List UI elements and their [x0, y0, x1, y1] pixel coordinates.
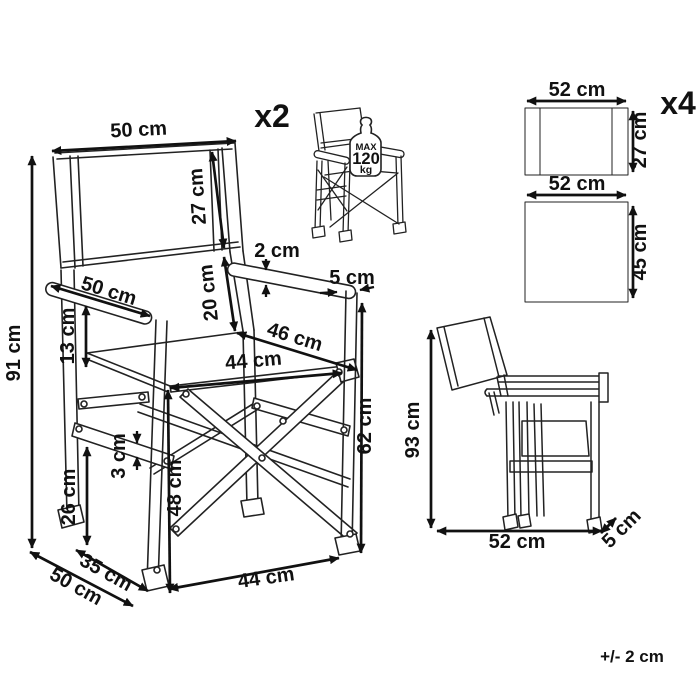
dim-armrest-thickness: 2 cm: [254, 240, 300, 262]
weight-icon: [349, 116, 382, 177]
fabric-quantity-label: x4: [660, 85, 696, 121]
dim-backrest-to-armrest-gap: 20 cm: [195, 263, 223, 322]
dim-seat-panel-height: 45 cm: [629, 224, 651, 281]
dim-backrest-panel-width: 52 cm: [549, 79, 606, 101]
dim-seat-width: 44 cm: [224, 348, 282, 375]
dim-folded-depth: 5 cm: [598, 505, 646, 553]
max-load-label: MAX: [355, 142, 377, 153]
dim-base-width: 44 cm: [237, 563, 296, 593]
dim-backrest-width: 50 cm: [110, 118, 168, 143]
dim-seat-height: 48 cm: [164, 460, 186, 517]
fabric-panels: 52 cm 27 cm 52 cm 45 cm x4: [524, 79, 696, 303]
dim-folded-width: 52 cm: [489, 531, 546, 553]
backrest-top-edge: [54, 142, 235, 154]
dim-side-bar-thickness: 3 cm: [108, 433, 130, 479]
max-load-badge: MAX 120 kg: [349, 116, 382, 177]
dim-folded-height: 93 cm: [402, 402, 424, 459]
max-load-value: 120: [352, 150, 380, 168]
seat-rear-edge: [86, 331, 244, 354]
dim-total-height: 91 cm: [3, 325, 25, 382]
max-load-unit: kg: [360, 164, 372, 176]
dim-backrest-panel-height: 27 cm: [629, 112, 651, 169]
folded-chair-view: 93 cm 52 cm 5 cm: [402, 316, 646, 553]
dim-armrest-to-seat-height: 13 cm: [57, 308, 79, 365]
dim-side-bar-height: 26 cm: [58, 469, 80, 526]
backrest-panel-rect: [524, 107, 629, 176]
main-chair-dimensions: 50 cm 27 cm 20 cm 2 cm 5 cm 46 cm 44 cm …: [3, 118, 376, 611]
dim-armrest-width: 5 cm: [329, 267, 375, 289]
dim-armrest-height: 62 cm: [354, 398, 376, 455]
seat-panel-rect: [524, 201, 629, 303]
dim-seat-panel-width: 52 cm: [549, 173, 606, 195]
dim-backrest-height: 27 cm: [185, 167, 211, 225]
chair-quantity-label: x2: [254, 98, 290, 134]
tolerance-note: +/- 2 cm: [600, 647, 664, 666]
